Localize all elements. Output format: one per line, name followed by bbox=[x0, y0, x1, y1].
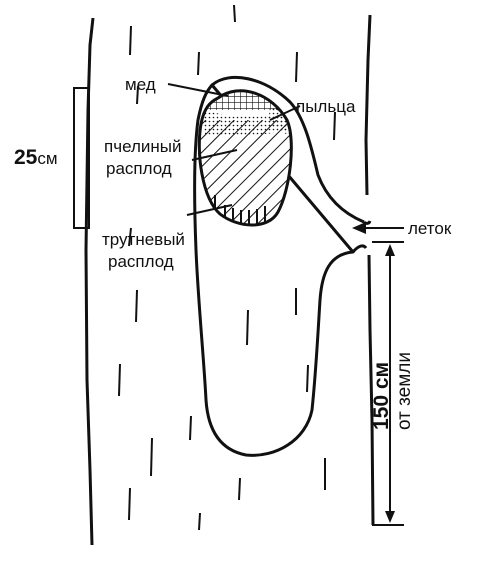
pollen-label: пыльца bbox=[296, 97, 356, 116]
trunk-left-edge bbox=[84, 17, 95, 546]
entrance-height-ref: от земли bbox=[394, 352, 415, 430]
entrance-arrow bbox=[352, 222, 404, 234]
entrance-height-dimension bbox=[372, 241, 404, 526]
entrance-upper-lip bbox=[362, 220, 372, 225]
worker-brood-label-line2: расплод bbox=[106, 159, 172, 178]
entrance-lower-lip bbox=[351, 244, 368, 253]
leader-lines bbox=[167, 83, 301, 216]
entrance-height-label: 150 см от земли bbox=[370, 352, 415, 430]
entrance-height-value: 150 см bbox=[370, 362, 393, 430]
entrance-label: леток bbox=[408, 219, 452, 238]
comb-fill bbox=[199, 90, 292, 225]
trunk-right-edge-lower bbox=[367, 254, 375, 526]
drone-brood-label-line1: трутневый bbox=[102, 230, 185, 249]
comb-height-label: 25см bbox=[14, 146, 58, 169]
trunk-right-edge bbox=[364, 14, 372, 196]
worker-brood-label-line1: пчелиный bbox=[104, 137, 181, 156]
comb-height-bracket bbox=[73, 87, 90, 229]
comb-outline bbox=[197, 89, 293, 227]
bark-texture bbox=[118, 4, 336, 531]
drone-brood-label-line2: расплод bbox=[108, 252, 174, 271]
comb-height-unit: см bbox=[37, 149, 57, 168]
comb-height-value: 25 bbox=[14, 146, 38, 169]
honey-label: мед bbox=[125, 75, 156, 94]
hollow-cavity-outline bbox=[193, 76, 365, 457]
